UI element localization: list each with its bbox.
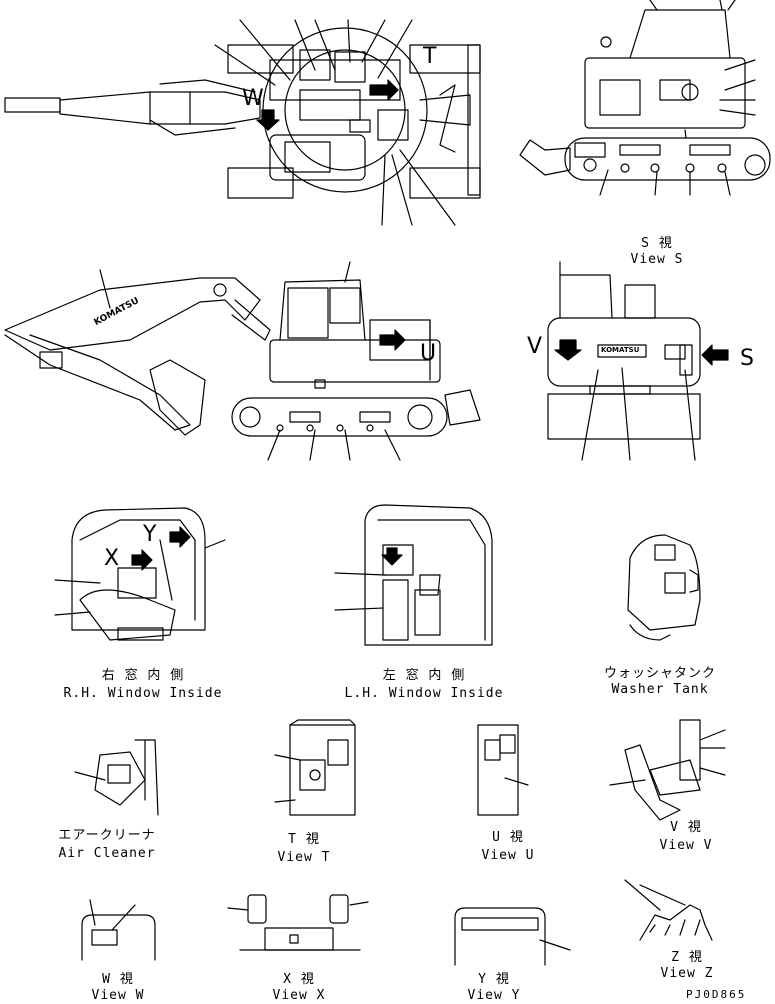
rear-view-machine: [547, 261, 729, 461]
caption-view-u-en: View U: [481, 848, 535, 863]
caption-rh-window-en: R.H. Window Inside: [63, 686, 223, 701]
caption-view-w-jp: W 視: [102, 972, 134, 987]
view-t-drawing: [274, 719, 356, 816]
caption-air-jp: エアークリーナ: [58, 828, 156, 843]
view-v-drawing: [609, 719, 726, 821]
view-x-drawing: [227, 894, 369, 951]
view-s-machine: [519, 0, 771, 196]
caption-view-z-jp: Z 視: [671, 950, 703, 965]
callout-y: Y: [143, 522, 157, 547]
caption-view-v-jp: V 視: [670, 820, 702, 835]
caption-view-y-jp: Y 視: [478, 972, 510, 987]
caption-view-u-jp: U 視: [492, 830, 524, 845]
callout-s: S: [740, 346, 754, 371]
rear-brand-text: KOMATSU: [601, 346, 640, 354]
side-view-machine: [4, 261, 481, 461]
caption-view-w-en: View W: [91, 988, 145, 1003]
view-y-drawing: [454, 907, 571, 966]
caption-view-x-jp: X 視: [283, 972, 315, 987]
caption-view-t-en: View T: [277, 850, 331, 865]
caption-view-s-en: View S: [630, 252, 684, 267]
washer-tank-drawing: [627, 534, 701, 641]
caption-view-v-en: View V: [659, 838, 713, 853]
caption-washer-en: Washer Tank: [611, 682, 709, 697]
caption-view-t-jp: T 視: [288, 832, 320, 847]
view-z-drawing: [624, 879, 713, 941]
callout-u: U: [420, 341, 437, 366]
top-view-machine: [4, 19, 481, 226]
view-u-drawing: [477, 724, 529, 816]
air-cleaner-drawing: [74, 739, 159, 816]
caption-view-x-en: View X: [272, 988, 326, 1003]
drawing-code: PJ0D865: [686, 988, 747, 1001]
view-w-drawing: [81, 899, 156, 961]
rh-window-drawing: [54, 507, 226, 641]
callout-x: X: [104, 546, 120, 571]
callout-t: T: [423, 44, 437, 69]
caption-view-s-jp: S 視: [641, 236, 673, 251]
caption-lh-window-en: L.H. Window Inside: [344, 686, 504, 701]
caption-rh-window-jp: 右 窓 内 側: [101, 668, 185, 683]
caption-lh-window-jp: 左 窓 内 側: [382, 668, 466, 683]
caption-view-z-en: View Z: [660, 966, 714, 981]
caption-air-en: Air Cleaner: [58, 846, 156, 861]
caption-view-y-en: View Y: [467, 988, 521, 1003]
callout-v: V: [527, 334, 543, 359]
callout-w: W: [242, 86, 264, 111]
lh-window-drawing: [334, 504, 493, 646]
caption-washer-jp: ウォッシャタンク: [603, 666, 717, 681]
